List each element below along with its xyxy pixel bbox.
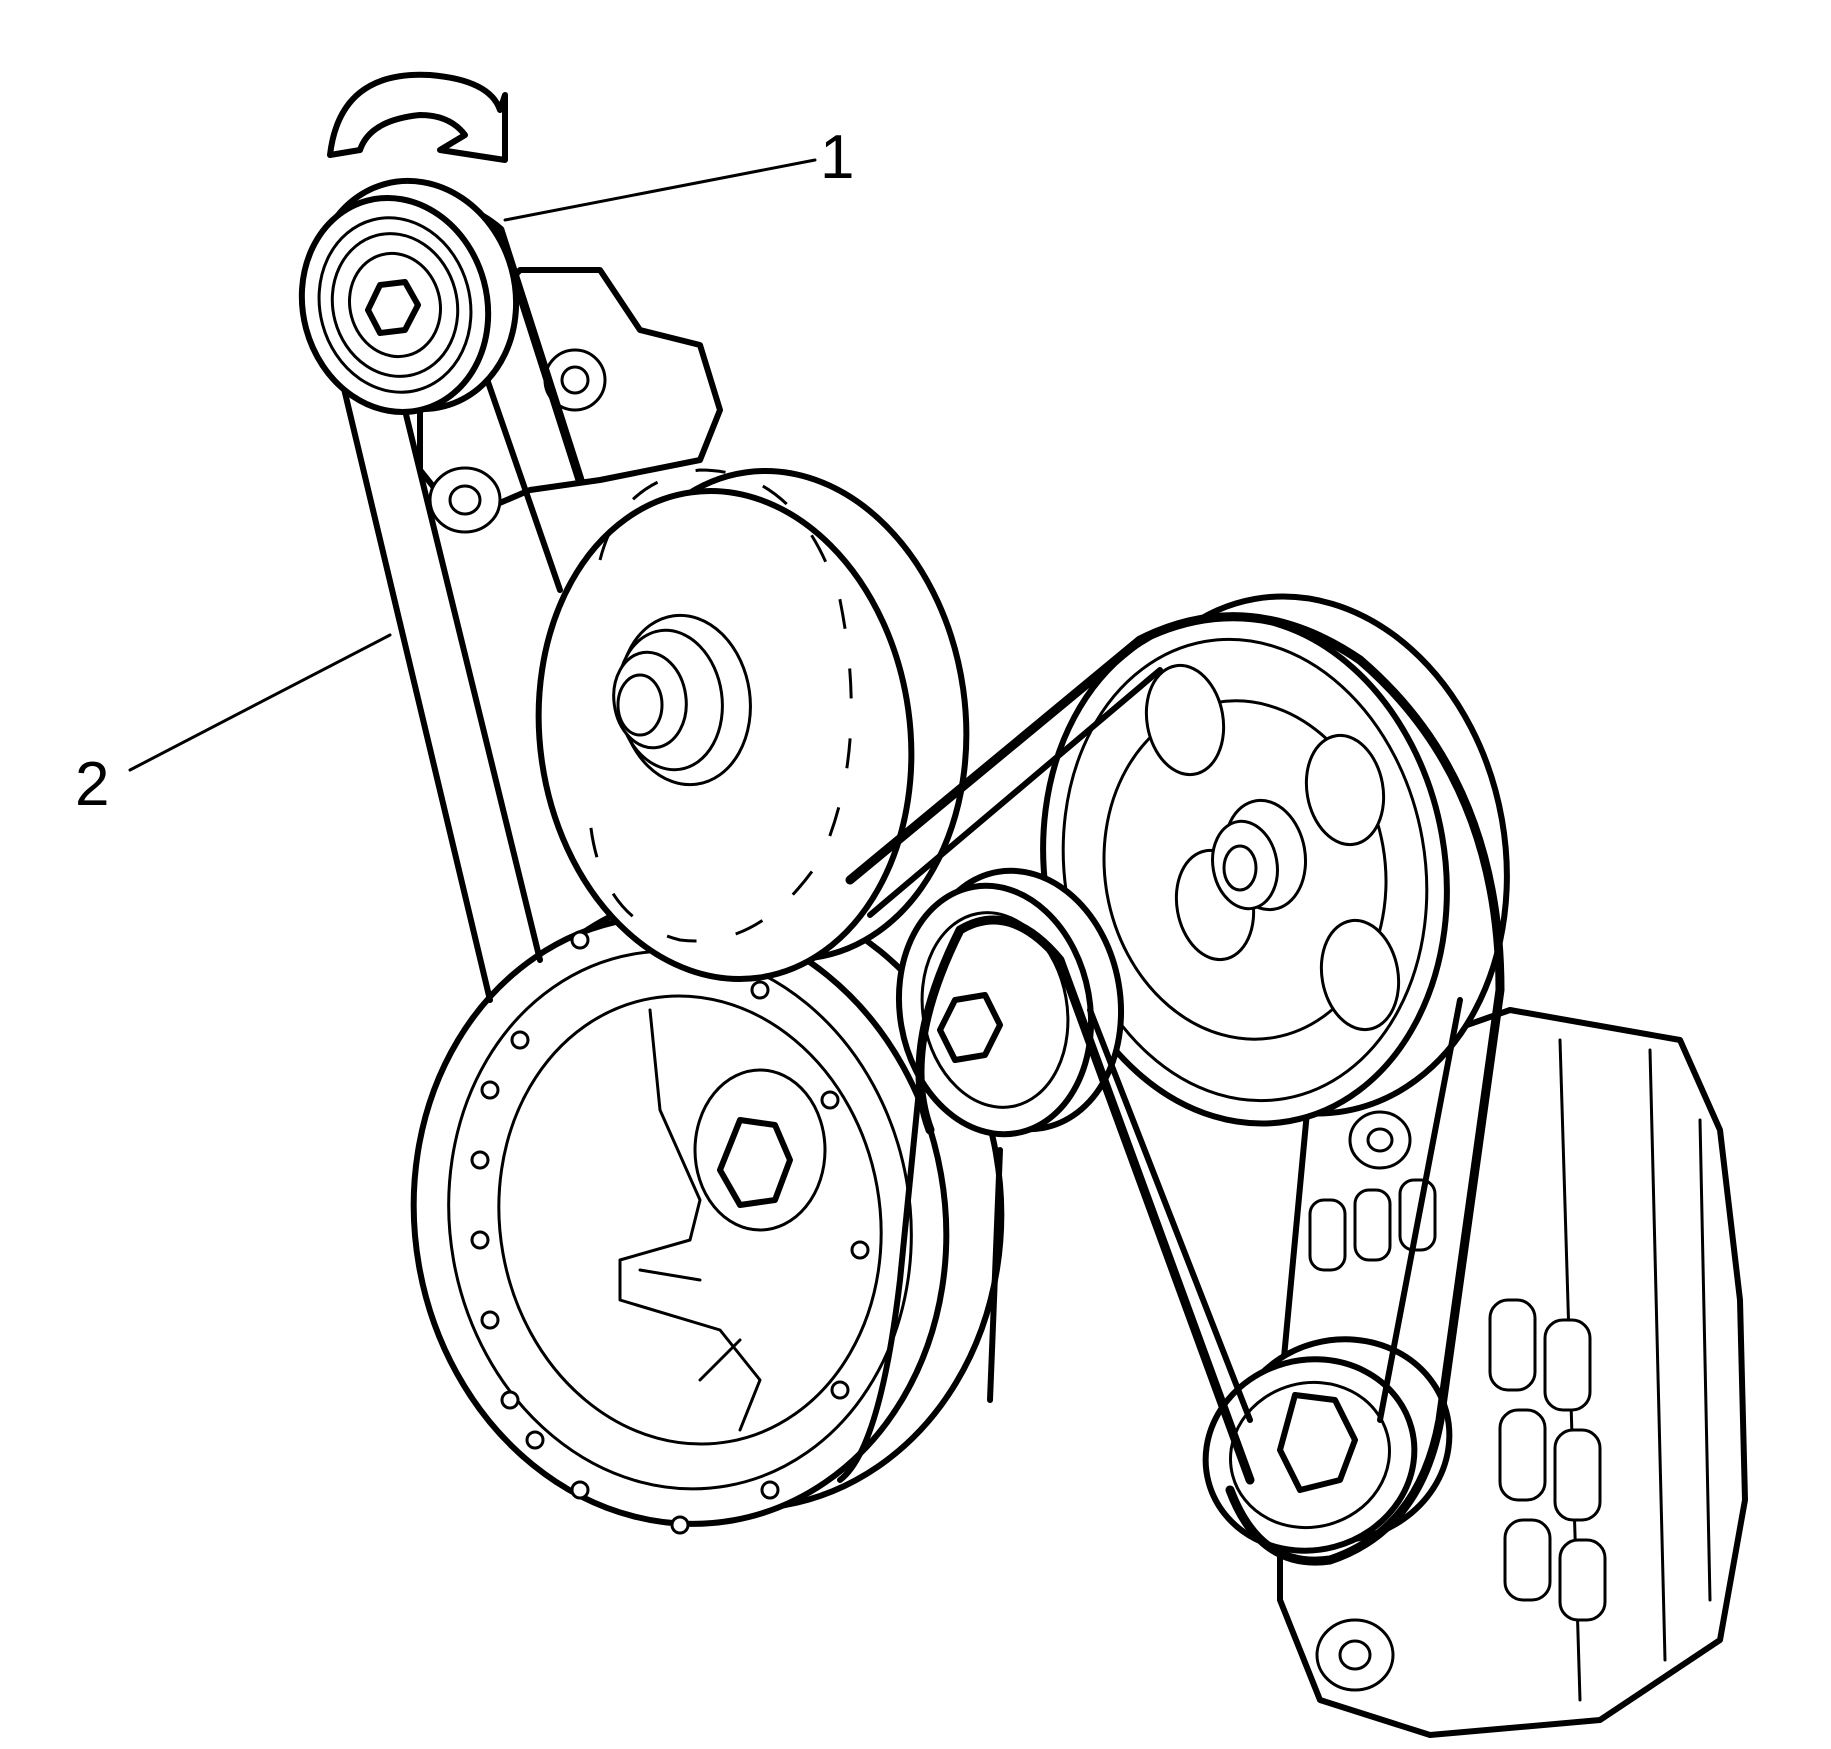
generator [1277,1007,1748,1738]
generator-pulley [1202,1336,1453,1554]
idler-lower-bolt [937,992,1003,1063]
crankshaft-bolt [717,1117,793,1208]
crankshaft-pulley-bolt-holes [470,930,870,1535]
idler-pulley-lower [895,867,1125,1138]
generator-pulley-nut [1277,1392,1358,1493]
idler-pulley-upper [535,468,970,982]
water-pump-hub [1222,844,1258,892]
drive-belt [327,194,1505,1566]
clockwise-arrow-icon [327,71,508,163]
callout-2-label: 2 [75,750,109,819]
tensioner-bolt [365,279,421,336]
idler-upper-hub [616,673,664,737]
callout-1-leader [503,158,817,222]
generator-cooling-slots [1308,1178,1607,1622]
callout-2-leader [128,633,392,772]
crankshaft-pulley [410,888,1005,1535]
callout-1-label: 1 [820,123,854,192]
tensioner-pulley [298,177,520,416]
